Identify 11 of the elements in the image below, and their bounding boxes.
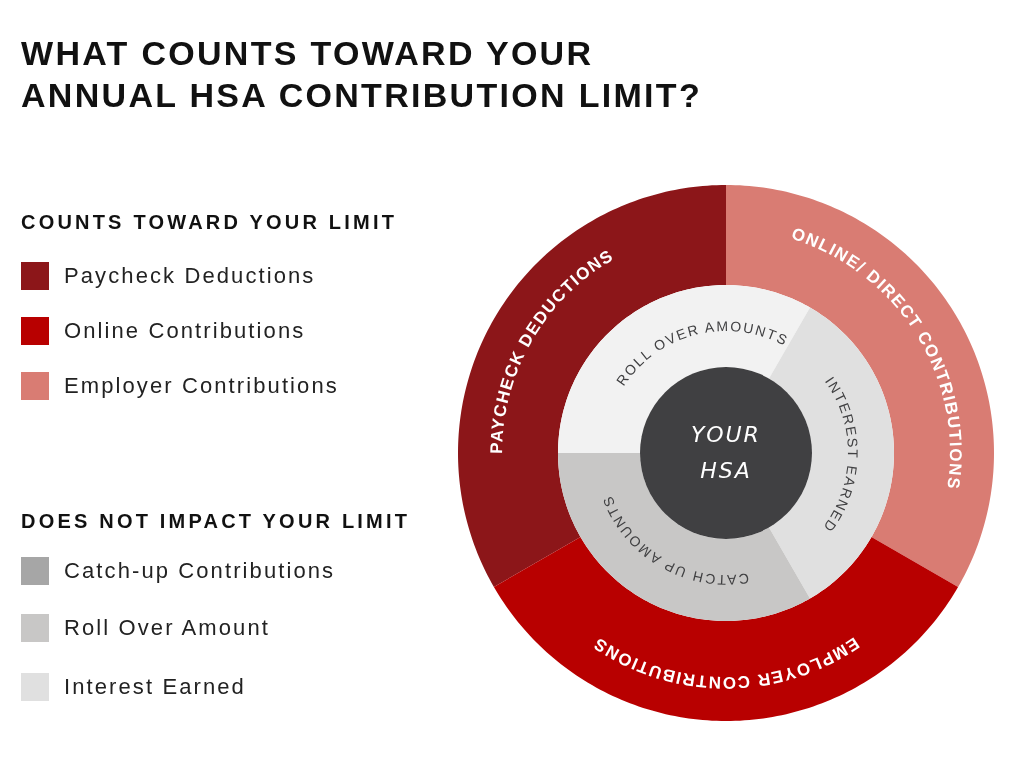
legend-label: Online Contributions [64, 317, 306, 345]
legend-label: Interest Earned [64, 673, 246, 701]
legend-label: Roll Over Amount [64, 614, 270, 642]
inner-ring-segment [558, 453, 810, 621]
page-title: WHAT COUNTS TOWARD YOUR ANNUAL HSA CONTRIBUTION LIMIT? [21, 33, 703, 116]
legend-label: Paycheck Deductions [64, 262, 316, 290]
legend-label: Employer Contributions [64, 372, 339, 400]
legend-heading: DOES NOT IMPACT YOUR LIMIT [21, 509, 411, 533]
center-label: YOUR HSA [691, 421, 761, 485]
legend-label: Catch-up Contributions [64, 557, 336, 585]
legend-heading: COUNTS TOWARD YOUR LIMIT [21, 210, 398, 234]
